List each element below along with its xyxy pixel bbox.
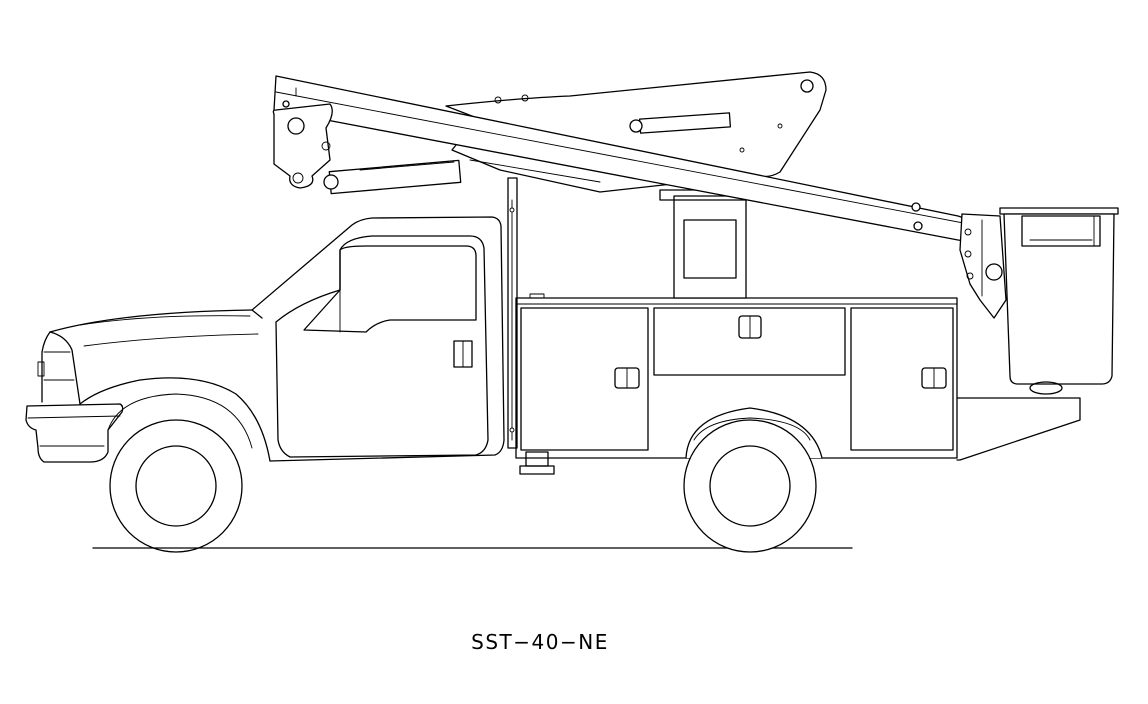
model-caption: SST−40−NE — [471, 630, 609, 654]
upper-boom — [446, 72, 826, 177]
front-wheel — [110, 420, 242, 552]
aerial-bucket — [1000, 208, 1118, 394]
turret-pedestal — [660, 190, 746, 298]
cab-gap-post — [508, 178, 554, 474]
truck-cab — [26, 217, 504, 462]
rear-step — [957, 398, 1080, 460]
bucket-mount — [960, 214, 1006, 318]
boom-elbow — [273, 104, 332, 188]
rear-wheel — [684, 420, 816, 552]
